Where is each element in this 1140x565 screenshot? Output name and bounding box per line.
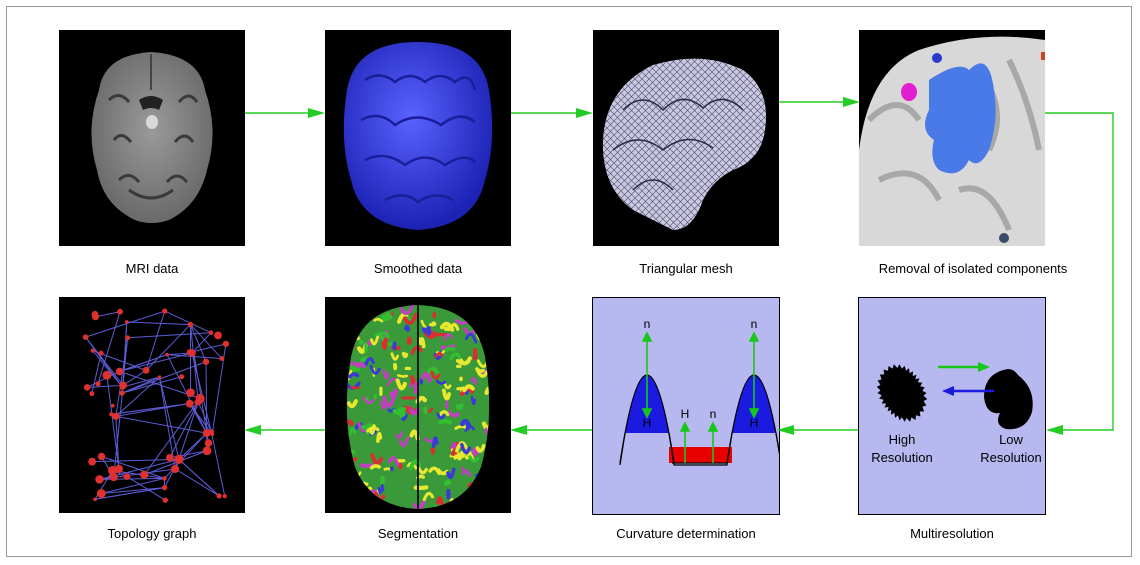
- caption-mri-data: MRI data: [125, 261, 179, 276]
- normal-label-right: n: [751, 317, 758, 331]
- caption-segmentation: Segmentation: [377, 526, 459, 541]
- mean-curvature-label-left: H: [643, 416, 652, 430]
- arrowhead-multires-to-curvature: [777, 425, 794, 435]
- arrowhead-segmentation-to-topology: [244, 425, 261, 435]
- caption-triangular-mesh: Triangular mesh: [639, 261, 733, 276]
- figure-frame: [6, 6, 1132, 557]
- mean-curvature-label-center: H: [681, 407, 690, 421]
- curvature-diagram: n n H H H n: [592, 297, 780, 515]
- normal-label-left: n: [644, 317, 651, 331]
- normal-label-center: n: [710, 407, 717, 421]
- caption-removal-isolated: Removal of isolated components: [878, 261, 1068, 276]
- mean-curvature-label-right: H: [750, 416, 759, 430]
- arrowhead-mesh-to-removal: [843, 97, 860, 107]
- isolated-components-image: [859, 30, 1045, 246]
- multiresolution-diagram: High Resolution Low Resolution: [858, 297, 1046, 515]
- caption-curvature: Curvature determination: [616, 526, 756, 541]
- high-resolution-label-line2: Resolution: [871, 450, 932, 465]
- smoothed-data-image: [325, 30, 511, 246]
- caption-smoothed-data: Smoothed data: [373, 261, 463, 276]
- arrowhead-mri-to-smoothed: [308, 108, 325, 118]
- high-resolution-label-line1: High: [889, 432, 916, 447]
- arrowhead-removal-to-multires: [1046, 425, 1063, 435]
- caption-multiresolution: Multiresolution: [910, 526, 994, 541]
- caption-topology-graph: Topology graph: [107, 526, 197, 541]
- triangular-mesh-image: [593, 30, 779, 246]
- arrowhead-curvature-to-segmentation: [510, 425, 527, 435]
- mri-data-image: [59, 30, 245, 246]
- low-resolution-label-line1: Low: [999, 432, 1023, 447]
- arrow-removal-to-multires: [1045, 112, 1114, 431]
- low-resolution-label-line2: Resolution: [980, 450, 1041, 465]
- arrowhead-smoothed-to-mesh: [576, 108, 593, 118]
- segmentation-image: [325, 297, 511, 513]
- topology-graph-image: [59, 297, 245, 513]
